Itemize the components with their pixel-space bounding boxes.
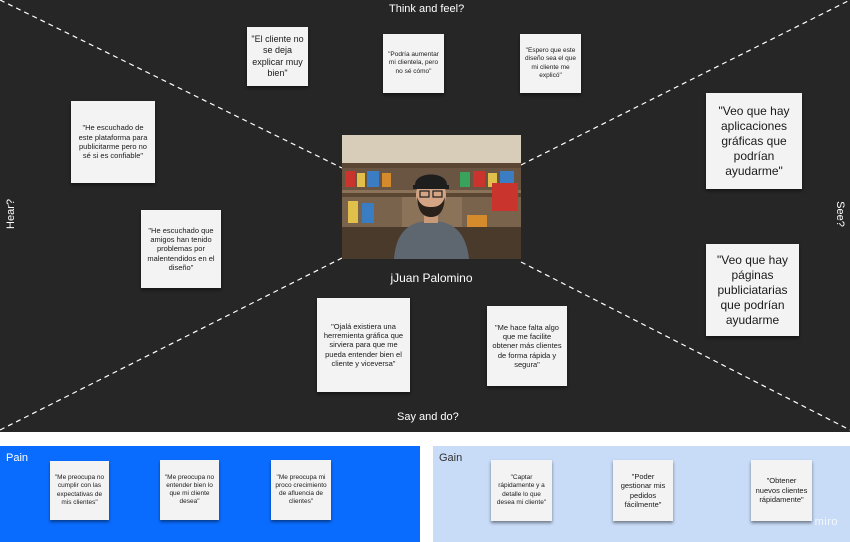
sticky-note-hear[interactable]: "He escuchado de este plataforma para pu… xyxy=(71,101,155,183)
gain-panel: Gain "Captar rápidamente y a detalle lo … xyxy=(433,446,850,542)
sticky-note-pain[interactable]: "Me preocupa mi proco crecimiento de afl… xyxy=(271,460,331,520)
sticky-note-think[interactable]: "El cliente no se deja explicar muy bien… xyxy=(247,27,308,86)
sticky-note-see[interactable]: "Veo que hay páginas publiciatarias que … xyxy=(706,244,799,336)
empathy-map-board: Think and feel? Say and do? Hear? See? "… xyxy=(0,0,850,432)
sticky-note-see[interactable]: "Veo que hay aplicaciones gráficas que p… xyxy=(706,93,802,189)
sticky-note-gain[interactable]: "Captar rápidamente y a detalle lo que d… xyxy=(491,460,552,521)
miro-watermark: miro xyxy=(814,516,838,528)
think-and-feel-label: Think and feel? xyxy=(389,3,465,15)
see-label: See? xyxy=(833,201,846,227)
sticky-note-say[interactable]: "Ojalá existiera una herremienta gráfica… xyxy=(317,298,410,392)
persona-photo xyxy=(342,135,521,259)
say-and-do-label: Say and do? xyxy=(397,411,459,423)
pain-panel: Pain "Me preocupa no cumplir con las exp… xyxy=(0,446,420,542)
gain-title: Gain xyxy=(439,452,463,464)
persona-photo-illustration xyxy=(342,135,521,259)
sticky-note-pain[interactable]: "Me preocupa no cumplir con las expectat… xyxy=(50,461,109,520)
sticky-note-say[interactable]: "Me hace falta algo que me facilite obte… xyxy=(487,306,567,386)
sticky-note-gain[interactable]: "Obtener nuevos clientes rápidamente" xyxy=(751,460,812,521)
sticky-note-pain[interactable]: "Me preocupa no entender bien lo que mi … xyxy=(160,460,219,520)
persona-name: jJuan Palomino xyxy=(390,271,473,285)
hear-label: Hear? xyxy=(4,199,17,229)
sticky-note-gain[interactable]: "Poder gestionar mis pedidos fácilmente" xyxy=(613,460,673,521)
sticky-note-think[interactable]: "Podría aumentar mi clientela, pero no s… xyxy=(383,34,444,93)
sticky-note-think[interactable]: "Espero que este diseño sea el que mi cl… xyxy=(520,34,581,93)
quadrant-divider-lines xyxy=(0,0,850,431)
sticky-note-hear[interactable]: "He escuchado que amigos han tenido prob… xyxy=(141,210,221,288)
pain-title: Pain xyxy=(6,452,29,464)
